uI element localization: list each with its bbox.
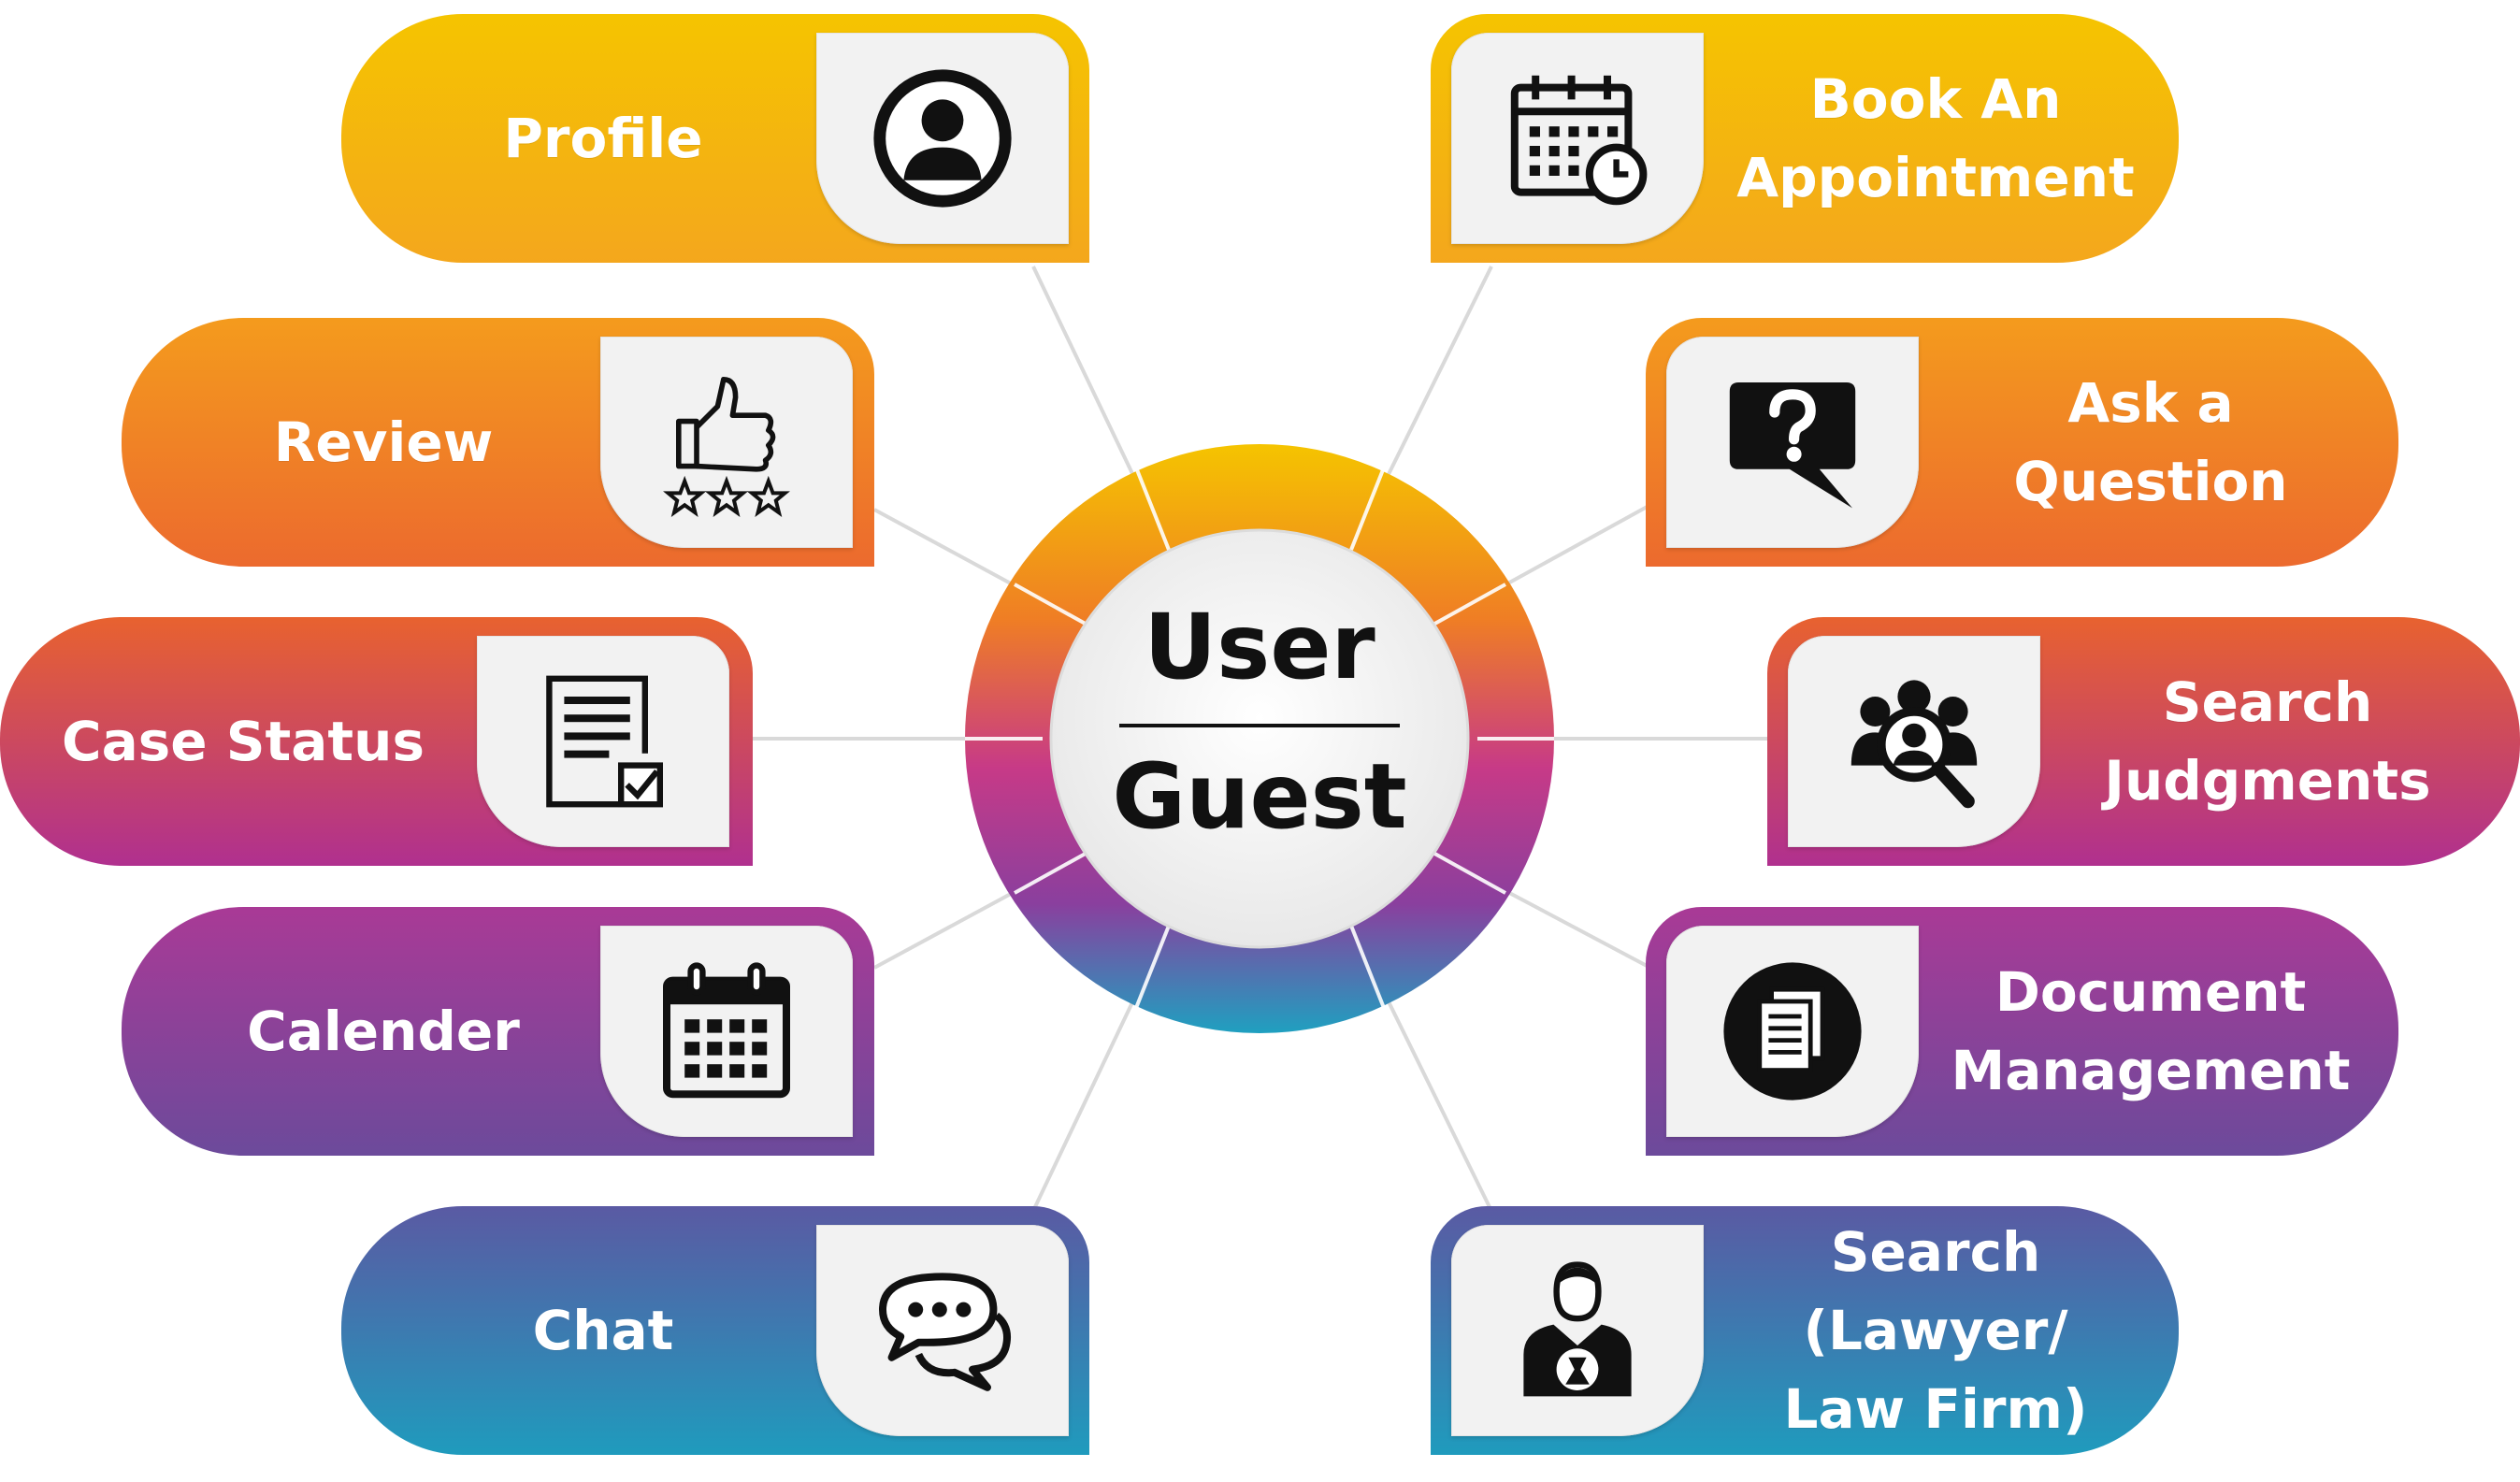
feature-review[interactable]: Review [122,318,874,567]
user-icon [873,69,1012,208]
feature-icon-box [1451,1225,1704,1436]
feature-label: Search Judgments [2104,669,2431,813]
feature-icon-box [600,337,853,548]
feature-profile[interactable]: Profile [341,14,1089,263]
feature-case-status[interactable]: Case Status [0,617,753,866]
feature-icon-box [1788,636,2040,847]
feature-label: Book An Appointment [1736,66,2135,209]
thumbs-up-rating-icon [663,377,790,517]
feature-chat[interactable]: Chat [341,1206,1089,1455]
feature-icon-box [477,636,729,847]
documents-icon [1723,962,1862,1101]
chat-bubbles-icon [879,1273,1011,1391]
feature-icon-box [600,926,853,1137]
feature-label: Ask a Question [2013,370,2288,513]
feature-label: Calender [247,999,520,1063]
feature-icon-box [816,33,1069,244]
feature-book-appointment[interactable]: Book An Appointment [1431,14,2179,263]
center-disc [1049,528,1470,949]
question-bubble-icon [1729,382,1856,509]
calendar-icon [663,962,790,1099]
feature-label: Chat [532,1298,674,1362]
feature-document-management[interactable]: Document Management [1646,907,2398,1156]
center-line-2: Guest [1112,744,1407,849]
center-label: User Guest [1054,591,1465,853]
feature-icon-box [816,1225,1069,1436]
feature-search-judgments[interactable]: Search Judgments [1767,617,2520,866]
feature-label: Case Status [62,709,425,773]
feature-label: Profile [503,106,703,170]
feature-icon-box [1451,33,1704,244]
feature-ask-question[interactable]: Ask a Question [1646,318,2398,567]
center-divider [1119,724,1400,727]
center-line-1: User [1144,595,1375,699]
feature-search-lawyer[interactable]: Search (Lawyer/ Law Firm) [1431,1206,2179,1455]
feature-icon-box [1666,926,1919,1137]
lawyer-icon [1523,1261,1632,1397]
feature-icon-box [1666,337,1919,548]
calendar-clock-icon [1510,75,1648,206]
feature-label: Search (Lawyer/ Law Firm) [1783,1219,2088,1442]
feature-calender[interactable]: Calender [122,907,874,1156]
feature-label: Review [273,410,494,474]
document-check-icon [546,675,663,808]
people-search-icon [1850,680,1978,809]
feature-label: Document Management [1951,959,2351,1102]
